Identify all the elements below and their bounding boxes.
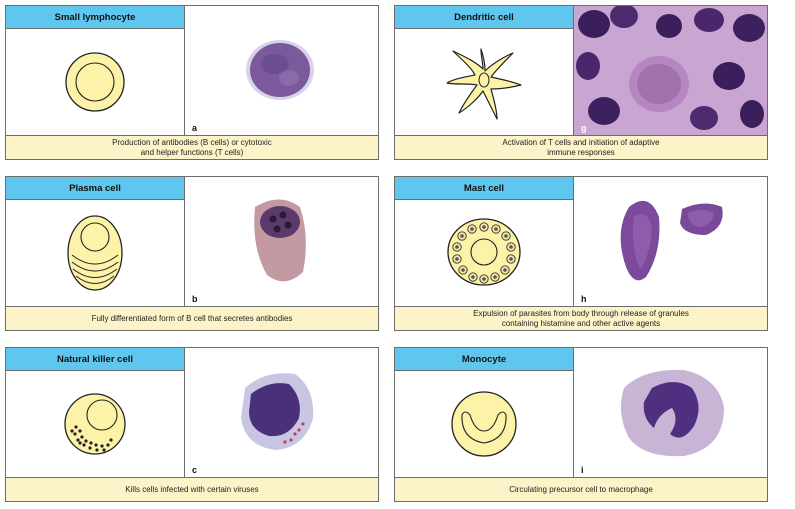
description-line: Activation of T cells and initiation of … (502, 138, 659, 147)
description-line: and helper functions (T cells) (141, 148, 244, 157)
description-line: Expulsion of parasites from body through… (473, 309, 689, 318)
panel-description: Expulsion of parasites from body through… (395, 306, 767, 330)
panel-description: Kills cells infected with certain viruse… (6, 477, 378, 501)
figure-letter: i (581, 465, 584, 475)
description-line: containing histamine and other active ag… (502, 319, 660, 328)
panel-description: Fully differentiated form of B cell that… (6, 306, 378, 330)
schematic-small-lymphocyte (6, 29, 185, 135)
schematic-mast-cell (395, 200, 574, 306)
figure-letter: c (192, 465, 197, 475)
schematic-dendritic-cell (395, 29, 574, 135)
description-line: immune responses (547, 148, 615, 157)
panel-monocyte: Monocyte i Circulating precursor cell to… (394, 347, 768, 502)
micrograph-dendritic-cell: g (574, 6, 767, 135)
micrograph-plasma-cell: b (185, 177, 378, 306)
panel-description: Production of antibodies (B cells) or cy… (6, 135, 378, 159)
panel-description: Circulating precursor cell to macrophage (395, 477, 767, 501)
panel-natural-killer-cell: Natural killer cell c Kills c (5, 347, 379, 502)
schematic-natural-killer-cell (6, 371, 185, 477)
panel-title: Monocyte (395, 348, 574, 371)
micrograph-monocyte: i (574, 348, 767, 477)
figure-letter: b (192, 294, 198, 304)
description-line: Fully differentiated form of B cell that… (92, 314, 293, 323)
panel-title: Dendritic cell (395, 6, 574, 29)
figure-letter: a (192, 123, 197, 133)
micrograph-small-lymphocyte: a (185, 6, 378, 135)
schematic-plasma-cell (6, 200, 185, 306)
panel-dendritic-cell: Dendritic cell g Activation of T cells a… (394, 5, 768, 160)
panel-small-lymphocyte: Small lymphocyte a Production of antibod… (5, 5, 379, 160)
description-line: Kills cells infected with certain viruse… (125, 485, 258, 494)
figure-letter: h (581, 294, 587, 304)
panel-title: Plasma cell (6, 177, 185, 200)
schematic-monocyte (395, 371, 574, 477)
micrograph-mast-cell: h (574, 177, 767, 306)
description-line: Production of antibodies (B cells) or cy… (112, 138, 272, 147)
panel-title: Natural killer cell (6, 348, 185, 371)
micrograph-natural-killer-cell: c (185, 348, 378, 477)
panel-title: Mast cell (395, 177, 574, 200)
panel-mast-cell: Mast cell (394, 176, 768, 331)
panel-plasma-cell: Plasma cell b Fully differentiated form … (5, 176, 379, 331)
panel-description: Activation of T cells and initiation of … (395, 135, 767, 159)
description-line: Circulating precursor cell to macrophage (509, 485, 653, 494)
panel-title: Small lymphocyte (6, 6, 185, 29)
figure-letter: g (581, 123, 587, 133)
